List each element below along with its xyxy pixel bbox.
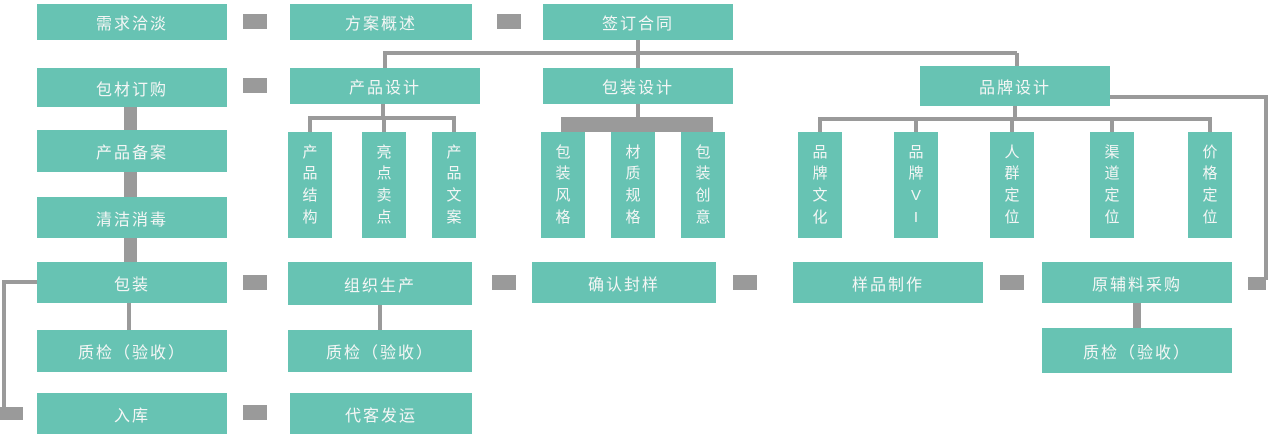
connector-qianding-down [636, 40, 640, 53]
flow-node-qingjie-xiaodu: 清洁消毒 [37, 197, 227, 238]
connector-stub-into-yuanfuliao [1248, 277, 1266, 290]
connector-dash-zuzhi-queren [492, 275, 516, 290]
connector-dash-queren-yangpin [733, 275, 757, 290]
flow-node-renqun-dingwei: 人 群 定 位 [990, 132, 1034, 238]
connector-baocai-to-beian-bar [124, 107, 137, 130]
flow-node-baozhuang-sheji: 包装设计 [543, 68, 733, 104]
flow-node-chanpin-beian: 产品备案 [37, 130, 227, 172]
flow-node-chanpin-wenan: 产 品 文 案 [432, 132, 476, 238]
flow-node-zuzhi-shengchan: 组织生产 [288, 262, 472, 305]
connector-dash-yangpin-yuanfuliao [1000, 275, 1024, 290]
connector-baozhuang-to-zhijian [127, 303, 131, 330]
connector-dash-baozhuang-zuzhi [243, 275, 267, 290]
connector-dash-xuqiu-fangan [243, 14, 267, 29]
connector-drop-qudao [1110, 119, 1114, 132]
connector-drop-renqun [1010, 119, 1014, 132]
connector-zuzhi-to-zhijian [378, 305, 382, 330]
connector-dash-baocai-chanpin [243, 78, 267, 93]
flow-node-chanpin-jiegou: 产 品 结 构 [288, 132, 332, 238]
connector-stub-into-ruku [0, 407, 23, 420]
connector-right-edge-vertical [1264, 95, 1268, 280]
flow-node-qudao-dingwei: 渠 道 定 位 [1090, 132, 1134, 238]
connector-pinpai-sheji-down [1013, 106, 1017, 118]
flow-node-pinpai-vi: 品 牌 V I [894, 132, 938, 238]
flow-node-qianding-hetong: 签订合同 [543, 4, 733, 40]
connector-beian-to-qingjie-bar [124, 172, 137, 197]
flow-node-baozhuang-chuangyi: 包 装 创 意 [681, 132, 725, 238]
flow-node-fangan-gaishu: 方案概述 [290, 4, 472, 40]
connector-drop-chanpin-wenan [452, 118, 456, 132]
flow-node-baozhuang-fengge: 包 装 风 格 [541, 132, 585, 238]
connector-row2-branch-horizontal [383, 51, 1017, 55]
connector-left-edge-vertical [2, 280, 6, 410]
connector-pinpai-children-branch [818, 117, 1212, 121]
flow-node-queren-fengyang: 确认封样 [532, 262, 716, 303]
connector-pinpai-right-horizontal [1110, 95, 1268, 99]
flow-node-zhijian-yanshou-1: 质检（验收） [37, 330, 227, 372]
connector-yuanfuliao-to-zhijian [1133, 303, 1141, 328]
connector-drop-chanpin-jiegou [308, 118, 312, 132]
connector-drop-baozhuang-sheji [636, 53, 640, 68]
connector-baozhuang-children-bar [561, 117, 713, 132]
flow-node-xuqiu-qiatan: 需求洽淡 [37, 4, 227, 40]
connector-drop-pinpai-vi [914, 119, 918, 132]
connector-drop-pinpai-wenhua [818, 119, 822, 132]
flow-node-daike-fayun: 代客发运 [290, 393, 472, 434]
flow-node-yangpin-zhizuo: 样品制作 [793, 262, 983, 303]
connector-drop-pinpai-sheji [1015, 53, 1019, 68]
connector-dash-fangan-qianding [497, 14, 521, 29]
flow-node-yuanfuliao-caigou: 原辅料采购 [1042, 262, 1232, 303]
flow-node-zhijian-yanshou-3: 质检（验收） [1042, 328, 1232, 373]
flow-node-zhijian-yanshou-2: 质检（验收） [288, 330, 472, 372]
connector-drop-chanpin-sheji [383, 53, 387, 68]
connector-baozhuang-sheji-down [636, 104, 640, 118]
flow-node-chanpin-sheji: 产品设计 [290, 68, 480, 104]
flow-node-baozhuang: 包装 [37, 262, 227, 303]
connector-drop-liangdian [382, 118, 386, 132]
connector-qingjie-to-baozhuang-bar [124, 238, 137, 262]
flow-node-pinpai-wenhua: 品 牌 文 化 [798, 132, 842, 238]
flow-node-caizhi-guige: 材 质 规 格 [611, 132, 655, 238]
connector-chanpin-sheji-down [381, 104, 385, 118]
flow-node-liangdian-maidian: 亮 点 卖 点 [362, 132, 406, 238]
connector-left-elbow-horizontal [2, 280, 37, 284]
flow-node-baocai-dinggou: 包材订购 [37, 68, 227, 107]
flow-node-ruku: 入库 [37, 393, 227, 434]
flow-node-jiage-dingwei: 价 格 定 位 [1188, 132, 1232, 238]
flow-node-pinpai-sheji: 品牌设计 [920, 66, 1110, 106]
connector-dash-ruku-daike [243, 405, 267, 420]
connector-drop-jiage [1208, 119, 1212, 132]
